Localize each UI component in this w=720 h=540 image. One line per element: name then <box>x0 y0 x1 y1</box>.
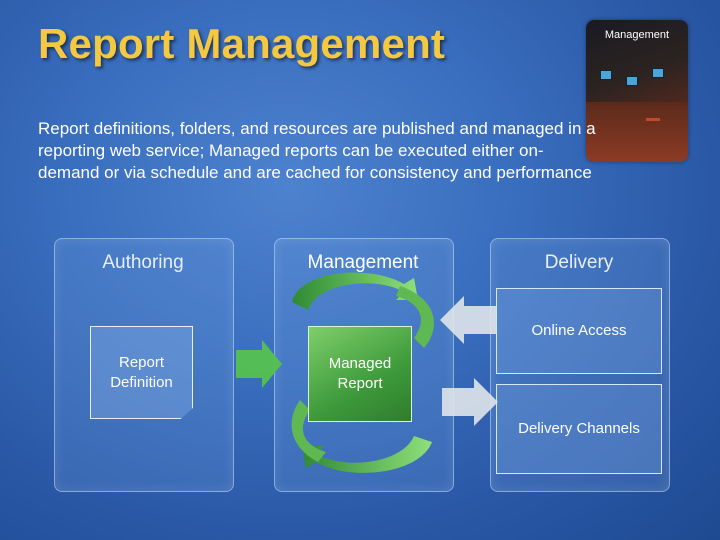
online-access-box: Online Access <box>496 288 662 374</box>
online-access-label: Online Access <box>531 321 626 341</box>
desk-shape <box>586 102 688 162</box>
monitor-icon <box>600 70 612 80</box>
desk-object <box>646 118 660 121</box>
slide-body: Report definitions, folders, and resourc… <box>38 118 598 184</box>
management-photo: Management <box>586 20 688 162</box>
monitor-icon <box>652 68 664 78</box>
managed-report-box: Managed Report <box>308 326 412 422</box>
delivery-channels-box: Delivery Channels <box>496 384 662 474</box>
photo-label: Management <box>586 29 688 41</box>
management-title: Management <box>274 252 452 274</box>
delivery-title: Delivery <box>490 252 668 274</box>
delivery-channels-label: Delivery Channels <box>518 419 640 439</box>
report-definition-box: Report Definition <box>90 326 193 419</box>
authoring-title: Authoring <box>54 252 232 274</box>
slide-title: Report Management <box>38 20 445 68</box>
monitor-icon <box>626 76 638 86</box>
report-definition-label: Report Definition <box>91 353 192 393</box>
managed-report-label: Managed Report <box>309 354 411 394</box>
